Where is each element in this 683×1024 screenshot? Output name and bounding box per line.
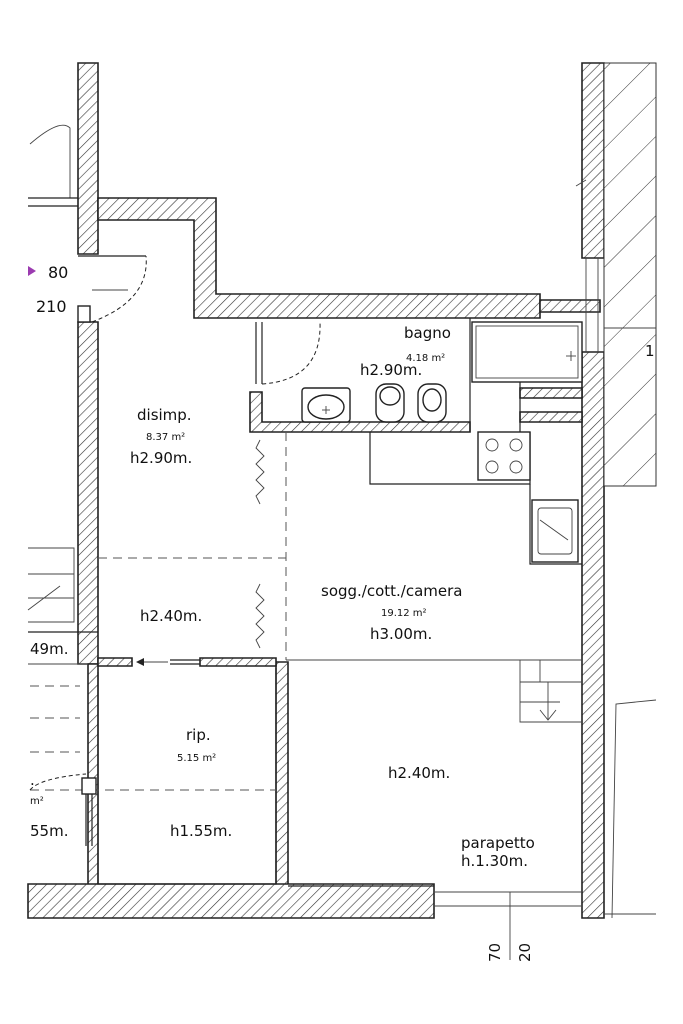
wall-right-lower xyxy=(581,351,605,919)
hob xyxy=(477,431,531,481)
right-edge-fragment: 1 xyxy=(645,342,655,360)
interior-lines xyxy=(27,124,657,960)
disimp-height: h2.90m. xyxy=(130,449,192,467)
soggiorno-low-height: h2.40m. xyxy=(388,764,450,782)
soggiorno-area: 19.12 m² xyxy=(381,608,427,619)
disimp-area: 8.37 m² xyxy=(146,432,185,443)
rip-height: h1.55m. xyxy=(170,822,232,840)
wall-stub-rip-left xyxy=(97,657,133,667)
wall-bagno-shower-b xyxy=(519,411,583,423)
wall-right xyxy=(581,62,605,259)
parapetto-height: h.1.30m. xyxy=(461,852,528,870)
shower xyxy=(471,321,583,383)
bagno-area: 4.18 m² xyxy=(406,353,445,364)
wall-rip-right xyxy=(275,661,289,887)
neighbor-height-a: 49m. xyxy=(30,640,68,658)
bagno-door-swing xyxy=(261,321,321,385)
door-height-label: 210 xyxy=(36,297,67,316)
neighbor-area-fragment: m² xyxy=(30,796,44,807)
door-width-label: 80 xyxy=(48,263,68,282)
wall-left-bottom xyxy=(87,663,99,886)
wall-stub-rip-right xyxy=(199,657,277,667)
soggiorno-name: sogg./cott./camera xyxy=(321,582,463,600)
rip-area: 5.15 m² xyxy=(177,753,216,764)
wall-bagno-shower-a xyxy=(519,387,583,399)
bottom-dim-b: 20 xyxy=(516,943,534,962)
door-dimension-marker xyxy=(28,266,36,276)
disimp-low-height: h2.40m. xyxy=(140,607,202,625)
wall-bottom xyxy=(27,883,435,919)
soggiorno-height: h3.00m. xyxy=(370,625,432,643)
rip-name: rip. xyxy=(186,726,211,744)
neighbor-height-b: 55m. xyxy=(30,822,68,840)
wall-left-lower xyxy=(77,321,99,665)
walls xyxy=(27,62,657,919)
wall-top-right-stub xyxy=(539,299,601,313)
fixtures xyxy=(301,318,583,565)
wall-top xyxy=(97,197,541,319)
bagno-height: h2.90m. xyxy=(360,361,422,379)
disimp-name: disimp. xyxy=(137,406,192,424)
labels: 80 210 bagno 4.18 m² h2.90m. disimp. 8.3… xyxy=(30,263,655,962)
parapetto-label: parapetto xyxy=(461,834,535,852)
bagno-name: bagno xyxy=(404,324,451,342)
bottom-dim-a: 70 xyxy=(486,943,504,962)
entry-door-swing xyxy=(91,255,147,323)
neighbor-name-fragment: . xyxy=(30,771,35,789)
wall-left-upper xyxy=(77,62,99,255)
adjacent-hatched-area xyxy=(603,62,657,487)
doors xyxy=(29,255,582,846)
